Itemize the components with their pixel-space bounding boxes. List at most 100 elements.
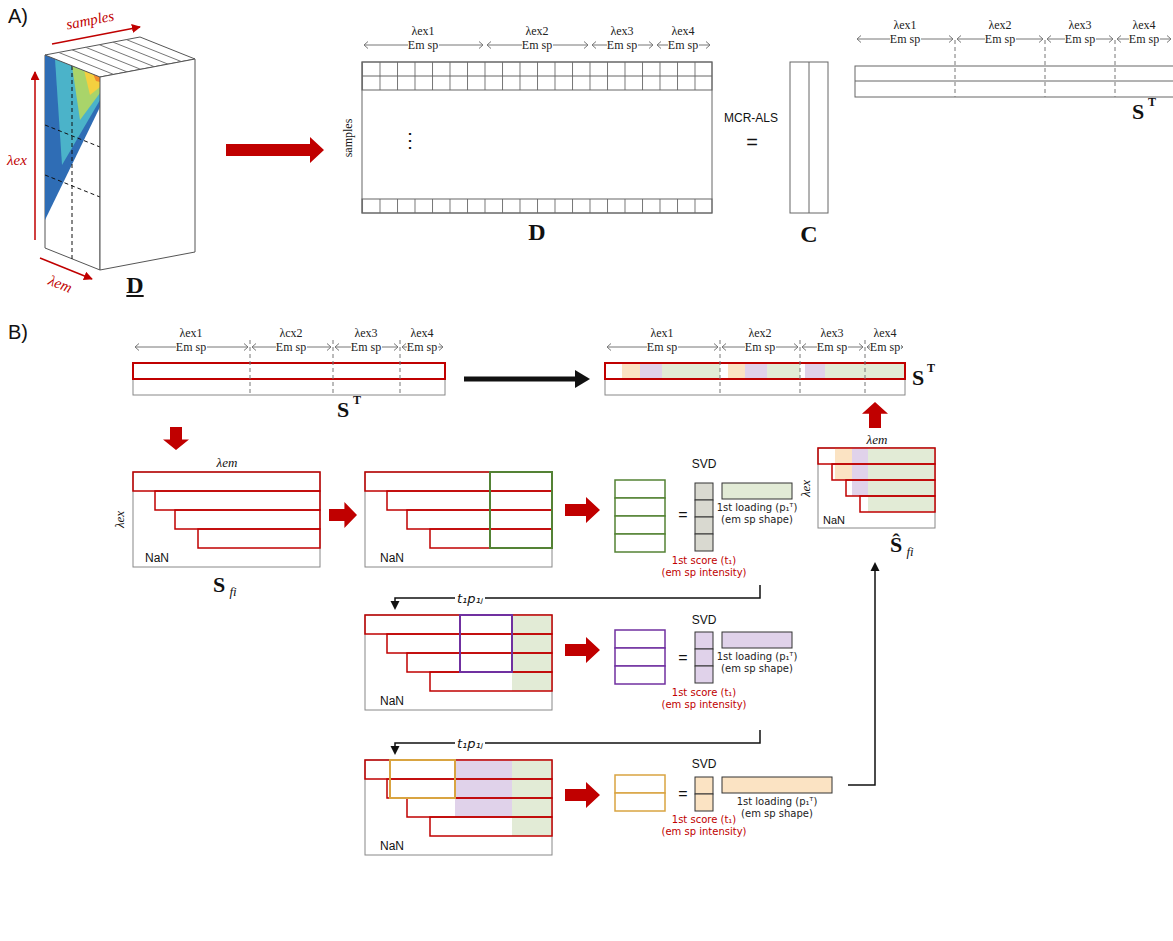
column-line: [809, 62, 810, 213]
concentration-matrix: C: [785, 55, 835, 255]
loading-bar: [722, 483, 792, 499]
column-header: λex3 Em sp: [1065, 18, 1096, 46]
excitation-row: [365, 615, 552, 634]
matrix-label: C: [800, 221, 817, 247]
method-label: MCR-ALS: [724, 111, 778, 125]
axis-label: λex: [112, 510, 127, 527]
column-header: λex3 Em sp: [351, 326, 382, 354]
matrix-label: Ŝ: [890, 533, 902, 557]
edge-label: t₁p₁ⱼ: [455, 736, 485, 751]
matrix-outline: [818, 448, 935, 528]
matrix-outline: [365, 472, 552, 567]
matrix-label: S: [213, 573, 225, 597]
slice-line: [45, 66, 100, 259]
excitation-row: [387, 491, 552, 510]
selected-row: [605, 363, 905, 379]
connector: [391, 585, 761, 610]
block-arrow: [565, 782, 600, 808]
arrowhead: [391, 746, 400, 755]
transpose-mark: T: [1148, 96, 1156, 109]
spectra-matrix: λex1 Em spλex2 Em spλex3 Em spλex4 Em sp…: [600, 322, 945, 400]
score-cell: [695, 666, 713, 683]
equals-sign: =: [678, 785, 687, 803]
equals-sign: =: [678, 506, 687, 524]
filled-segment: [865, 363, 905, 379]
excitation-row: [407, 510, 552, 529]
score-cell: [695, 534, 713, 551]
group-divider: [955, 40, 1115, 97]
edge-label: t₁p₁ⱼ: [455, 591, 485, 606]
filled-segment: [805, 363, 825, 379]
matrix-outline: [365, 615, 552, 710]
column-header: λex4 Em sp: [407, 326, 438, 354]
score-cell: [695, 500, 713, 517]
tensor-cube: samplesλexλemD: [2, 0, 202, 302]
column-header: λex1 Em sp: [176, 326, 207, 354]
block-row: [615, 648, 665, 666]
block-row: [615, 498, 665, 516]
excitation-row: [198, 529, 320, 548]
connector: [391, 730, 761, 755]
score-cell: [695, 517, 713, 534]
matrix-outline: [133, 363, 445, 395]
excitation-row: [387, 634, 552, 653]
subscript: fi: [906, 545, 913, 559]
axis-label: samples: [341, 119, 355, 158]
column-header: λex1 Em sp: [408, 24, 439, 52]
axis-arrow: [34, 72, 36, 240]
svd-step: SVD=1st loading (p₁ᵀ) (em sp shape)1st s…: [608, 752, 848, 852]
score-cell: [695, 483, 713, 500]
connector-line: [395, 730, 760, 749]
connector: [464, 370, 590, 388]
nan-label: NaN: [145, 551, 169, 565]
column-header: λex2 Em sp: [522, 24, 553, 52]
block-row: [615, 516, 665, 534]
loading-bar: [722, 777, 832, 793]
svd-label: SVD: [692, 757, 717, 771]
filled-segment: [640, 363, 662, 379]
excitation-row: [365, 760, 552, 779]
column-header: λex2 Em sp: [985, 18, 1016, 46]
cube-face: [45, 55, 100, 270]
excitation-row: [133, 472, 320, 491]
score-caption: 1st score (t₁) (em sp intensity): [662, 555, 747, 579]
column-header: λex3 Em sp: [607, 24, 638, 52]
column-header: λex1 Em sp: [647, 326, 678, 354]
excitation-row: [846, 480, 935, 496]
block-row: [615, 534, 665, 552]
column-header: λex4 Em sp: [870, 326, 901, 354]
axis-label: λem: [46, 272, 75, 297]
column-header: λex4 Em sp: [1129, 18, 1160, 46]
spectra-matrix: λex1 Em sp λcx2 Em sp λex3 Em sp λex4 Em sp…: [128, 322, 450, 425]
block-arrow: [329, 502, 357, 528]
matrix-label: S: [912, 366, 924, 390]
axis-arrow: [40, 258, 92, 279]
block-row: [615, 480, 665, 498]
row-line: [362, 76, 712, 77]
eem-matrix: λemλexNaNSfi: [104, 452, 326, 607]
connector-line: [395, 585, 760, 604]
transpose-mark: T: [927, 362, 935, 375]
excitation-row: [818, 448, 935, 464]
arrowhead: [391, 601, 400, 610]
loading-caption: 1st loading (p₁ᵀ) (em sp shape): [737, 796, 818, 820]
score-cell: [695, 777, 713, 794]
connector: [329, 502, 357, 528]
row-line: [855, 81, 1173, 82]
selection-box: [490, 472, 552, 548]
connector-line: [464, 377, 580, 382]
connector: [848, 562, 880, 785]
column-header: λex2 Em sp: [745, 326, 776, 354]
selection-box: [390, 760, 455, 798]
spectra-matrix: λex1 Em spλex2 Em spλex3 Em spλex4 Em sp…: [850, 8, 1173, 133]
filled-segment: [745, 363, 767, 379]
connector: [565, 637, 600, 663]
column-header: λcx2 Em sp: [276, 326, 307, 354]
loading-bar: [722, 632, 792, 648]
eem-matrix: λemλexNaNŜfi: [795, 430, 945, 562]
filled-segment: [767, 363, 800, 379]
filled-segment: [662, 363, 720, 379]
excitation-row: [860, 496, 935, 512]
connector-line: [848, 568, 875, 785]
